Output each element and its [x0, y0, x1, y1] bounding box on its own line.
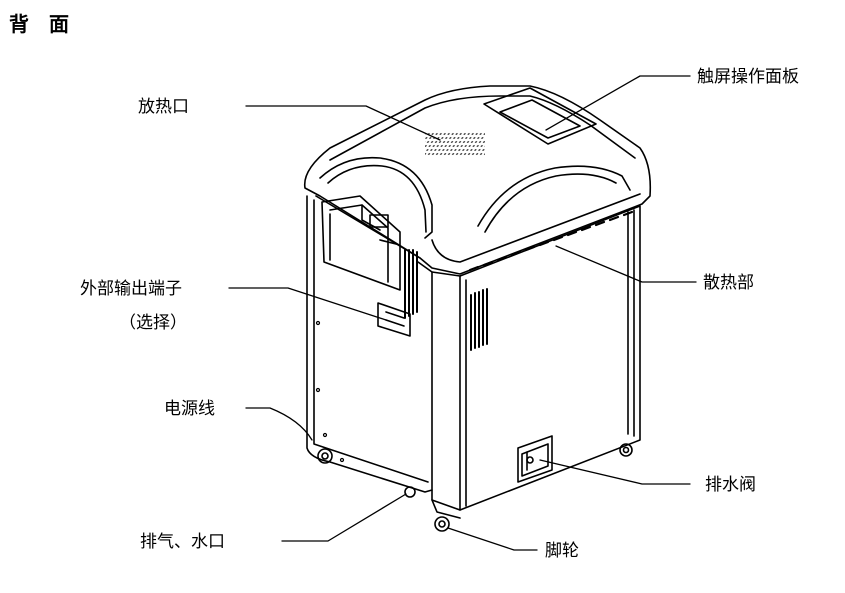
label-touch-panel: 触屏操作面板: [697, 67, 799, 87]
label-ext-terminal-line2: （选择）: [119, 313, 187, 333]
label-heat-sink: 散热部: [703, 273, 754, 293]
touch-panel: [483, 87, 597, 145]
page-title: 背 面: [9, 12, 69, 36]
label-ext-terminal-line1: 外部输出端子: [80, 279, 182, 299]
label-heat-vent: 放热口: [138, 97, 189, 117]
right-handle: [477, 165, 631, 227]
heat-vent-grille: [425, 132, 485, 156]
terminal-box: [321, 195, 401, 291]
right-side-panel: [431, 205, 641, 511]
label-power-cord: 电源线: [164, 399, 215, 419]
drain-valve-box: [517, 435, 553, 483]
label-drain-valve: 排水阀: [705, 475, 756, 495]
label-caster: 脚轮: [545, 541, 579, 561]
lid: [303, 85, 652, 275]
caster-wheels: [317, 443, 633, 532]
terminal-plate: [377, 302, 411, 337]
leader-lines: [228, 75, 697, 551]
label-exhaust-water: 排气、水口: [140, 532, 225, 552]
heat-sink-slits: [468, 210, 634, 272]
side-louvers: [404, 249, 488, 351]
left-handle: [319, 156, 433, 239]
